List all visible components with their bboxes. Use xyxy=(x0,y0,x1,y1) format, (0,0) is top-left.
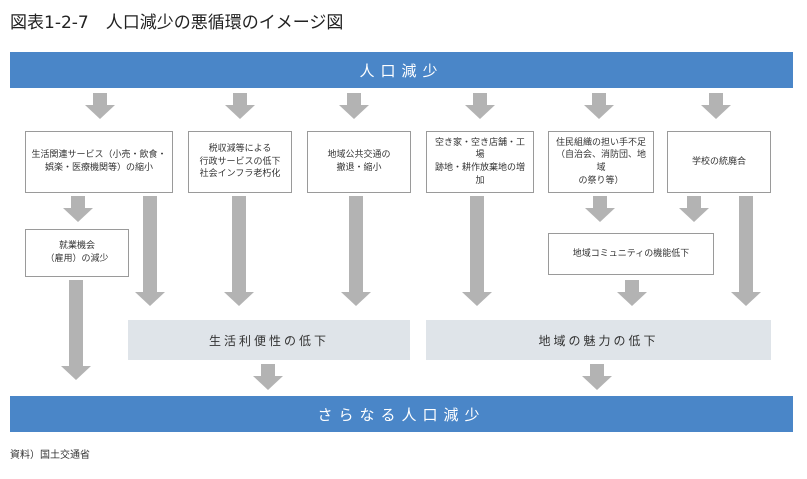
arrow-down-icon xyxy=(85,93,115,119)
box-school-consolidation: 学校の統廃合 xyxy=(667,131,771,193)
box-public-transport-withdrawal: 地域公共交通の 撤退・縮小 xyxy=(307,131,411,193)
arrow-down-icon xyxy=(225,93,255,119)
arrow-down-icon xyxy=(253,364,283,390)
page-title: 図表1-2-7 人口減少の悪循環のイメージ図 xyxy=(10,13,344,33)
arrow-down-icon xyxy=(61,280,91,380)
top-band-population-decline: 人口減少 xyxy=(10,52,793,88)
arrow-down-icon xyxy=(701,93,731,119)
box-living-services-shrink: 生活関連サービス（小売・飲食・ 娯楽・医療機関等）の縮小 xyxy=(25,131,173,193)
arrow-down-icon xyxy=(585,196,615,222)
source-note: 資料）国土交通省 xyxy=(10,450,90,461)
box-tax-revenue-decline: 税収減等による 行政サービスの低下 社会インフラ老朽化 xyxy=(188,131,292,193)
box-vacant-houses-increase: 空き家・空き店舗・工場 跡地・耕作放棄地の増 加 xyxy=(426,131,534,193)
arrow-down-icon xyxy=(465,93,495,119)
arrow-down-icon xyxy=(339,93,369,119)
arrow-down-icon xyxy=(731,196,761,306)
bottom-band-further-population-decline: さらなる人口減少 xyxy=(10,396,793,432)
box-community-function-decline: 地域コミュニティの機能低下 xyxy=(548,233,714,275)
gray-band-attractiveness-decline: 地域の魅力の低下 xyxy=(426,320,771,360)
arrow-down-icon xyxy=(679,196,709,222)
arrow-down-icon xyxy=(135,196,165,306)
arrow-down-icon xyxy=(462,196,492,306)
arrow-down-icon xyxy=(341,196,371,306)
box-resident-organization-shortage: 住民組織の担い手不足 （自治会、消防団、地域 の祭り等） xyxy=(548,131,654,193)
gray-band-convenience-decline: 生活利便性の低下 xyxy=(128,320,410,360)
arrow-down-icon xyxy=(224,196,254,306)
box-employment-opportunity-decrease: 就業機会 （雇用）の減少 xyxy=(25,229,129,277)
arrow-down-icon xyxy=(617,280,647,306)
arrow-down-icon xyxy=(584,93,614,119)
arrow-down-icon xyxy=(582,364,612,390)
arrow-down-icon xyxy=(63,196,93,222)
